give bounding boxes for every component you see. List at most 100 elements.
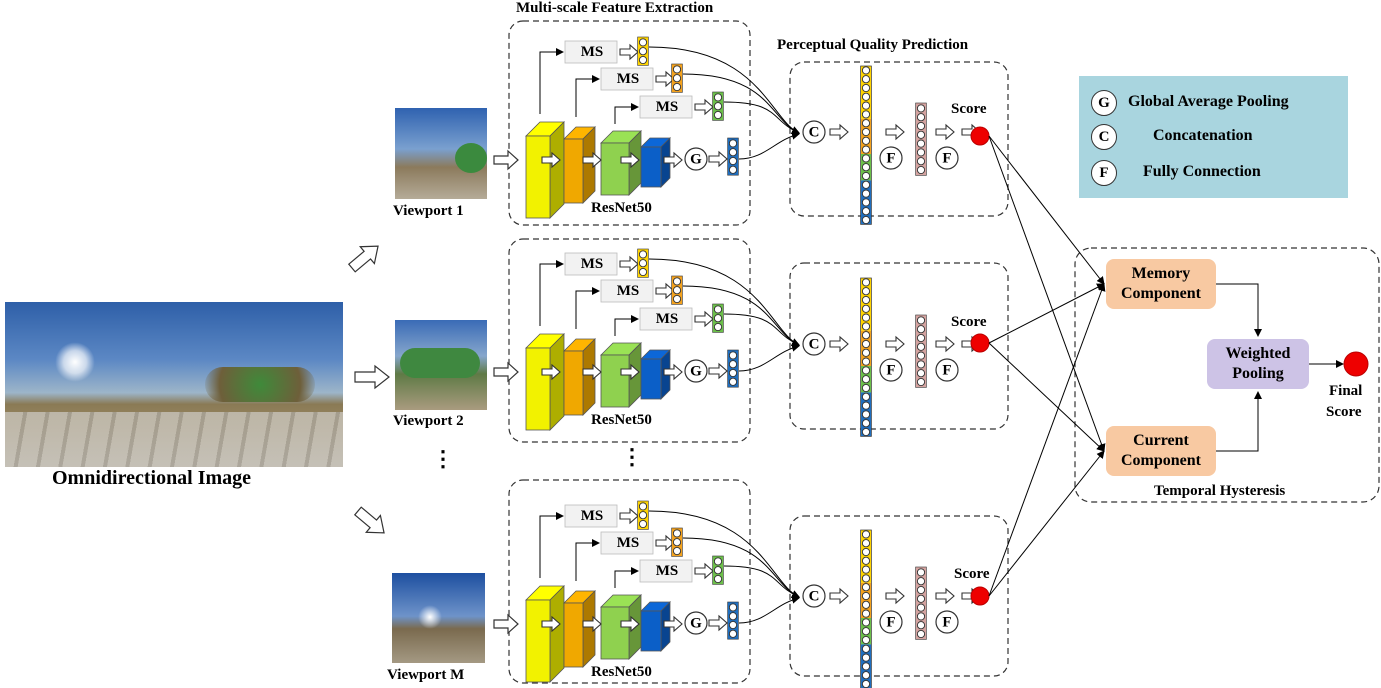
- ms-to-concat-curve: [648, 510, 800, 598]
- gap-arrow: [708, 615, 728, 631]
- ms-tap-line: [539, 512, 564, 578]
- svg-text:C: C: [809, 125, 820, 141]
- resnet-stage-3-block: [600, 342, 642, 408]
- fc-symbol-icon: F: [1091, 160, 1117, 186]
- resnet-label-1: ResNet50: [591, 200, 652, 216]
- ms-to-concat-curve: [648, 258, 800, 346]
- gap-node-icon: G: [684, 359, 708, 383]
- legend-text-fc: Fully Connection: [1143, 163, 1261, 180]
- current-to-pooling-line: [1216, 391, 1262, 452]
- resnet-stage-2-block: [563, 338, 596, 416]
- viewport-m-image: [392, 573, 485, 663]
- ms-feature-column: [671, 527, 683, 557]
- current-line-1: Current: [1133, 432, 1189, 449]
- viewport-to-backbone-arrow: [493, 150, 519, 170]
- ms-box: [600, 279, 654, 303]
- gap-symbol-icon: G: [1091, 90, 1117, 116]
- quality-prediction-box-3: [789, 515, 1009, 677]
- final-score-line-2: Score: [1326, 404, 1362, 420]
- ms-to-concat-curve: [723, 313, 800, 346]
- viewport-to-backbone-arrow: [493, 614, 519, 634]
- fc-arrow: [885, 124, 905, 140]
- ms-to-concat-curve: [682, 73, 800, 134]
- ellipsis-viewports: ⋮: [432, 446, 454, 471]
- score-to-memory-line-3: [988, 283, 1106, 597]
- quality-prediction-box-2: [789, 262, 1009, 430]
- ms-arrow: [655, 283, 675, 299]
- svg-text:F: F: [942, 615, 951, 631]
- concat-node-icon: C: [802, 584, 826, 608]
- ms-feature-column: [712, 555, 724, 585]
- fc-feature-column: [915, 314, 927, 388]
- fc-feature-column: [915, 566, 927, 640]
- feature-extraction-box-2: [508, 238, 751, 443]
- svg-text:F: F: [886, 363, 895, 379]
- concat-arrow: [829, 336, 849, 352]
- ms-feature-column: [637, 248, 649, 278]
- temporal-hysteresis-box: [1074, 247, 1380, 503]
- gap-arrow: [708, 151, 728, 167]
- ms-arrow: [655, 71, 675, 87]
- fc-arrow: [885, 588, 905, 604]
- fc-arrow: [885, 336, 905, 352]
- ms-box: [564, 252, 618, 276]
- concat-arrow: [829, 588, 849, 604]
- omnidirectional-image: [5, 302, 343, 467]
- fc-node-icon: F: [935, 146, 959, 170]
- ms-feature-column: [671, 275, 683, 305]
- score-label-1: Score: [951, 101, 987, 117]
- fc-node-icon: F: [935, 358, 959, 382]
- quality-prediction-box-1: [789, 61, 1009, 217]
- legend-text-gap: Global Average Pooling: [1128, 93, 1289, 110]
- svg-text:F: F: [886, 615, 895, 631]
- ms-label: MS: [581, 508, 604, 524]
- concat-symbol-icon: C: [1091, 124, 1117, 150]
- gap-arrow: [708, 363, 728, 379]
- ms-to-concat-curve: [723, 101, 800, 134]
- score-to-memory-line-1: [988, 135, 1105, 285]
- score-label-2: Score: [951, 314, 987, 330]
- pooling-line-1: Weighted: [1225, 345, 1291, 362]
- input-caption: Omnidirectional Image: [52, 467, 252, 489]
- ms-tap-line: [575, 287, 600, 329]
- ms-feature-column: [637, 500, 649, 530]
- gap-to-concat-curve: [738, 595, 800, 624]
- gap-to-concat-curve: [738, 343, 800, 372]
- viewport-m-label: Viewport M: [387, 667, 465, 683]
- resnet-label-2: ResNet50: [591, 412, 652, 428]
- svg-text:G: G: [690, 616, 702, 632]
- ms-feature-column: [671, 63, 683, 93]
- concat-node-icon: C: [802, 120, 826, 144]
- ellipsis-backbones: ⋮: [621, 444, 643, 469]
- concat-feature-column: [860, 65, 872, 225]
- ms-label: MS: [656, 99, 679, 115]
- ms-feature-column: [712, 91, 724, 121]
- gap-feature-column: [727, 601, 739, 640]
- ms-box: [600, 67, 654, 91]
- score-to-current-line-1: [988, 135, 1106, 452]
- fc-arrow: [935, 124, 955, 140]
- ms-arrow: [694, 311, 714, 327]
- ms-label: MS: [581, 256, 604, 272]
- svg-text:F: F: [886, 151, 895, 167]
- svg-text:C: C: [809, 337, 820, 353]
- ms-tap-line: [614, 567, 639, 588]
- concat-node-icon: C: [802, 332, 826, 356]
- ms-tap-line: [539, 260, 564, 326]
- ms-label: MS: [656, 563, 679, 579]
- ms-box: [639, 307, 693, 331]
- panorama-to-viewport-m-arrow: [353, 506, 385, 534]
- ms-label: MS: [617, 283, 640, 299]
- feature-extraction-box-3: [508, 479, 751, 684]
- memory-line-2: Component: [1120, 285, 1201, 302]
- viewport-1-image: [395, 108, 487, 199]
- ms-tap-line: [575, 539, 600, 581]
- legend-row-concat: C: [1091, 124, 1117, 150]
- gap-node-icon: G: [684, 147, 708, 171]
- fc-arrow: [935, 588, 955, 604]
- svg-text:C: C: [809, 589, 820, 605]
- concat-arrow: [829, 124, 849, 140]
- ms-arrow: [619, 508, 639, 524]
